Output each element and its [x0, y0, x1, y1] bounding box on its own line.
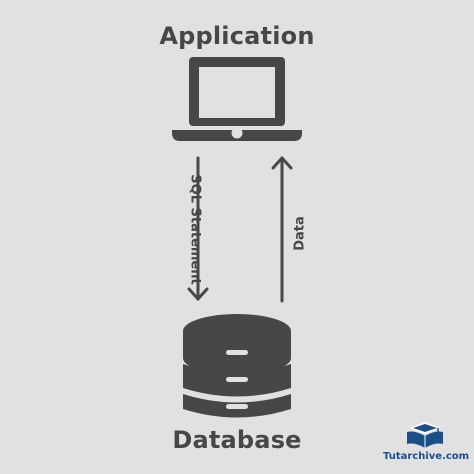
- laptop-icon: [172, 57, 302, 141]
- brand-text: Tutarchive.com: [383, 451, 470, 462]
- data-label: Data: [292, 216, 308, 251]
- database-title: Database: [172, 426, 302, 454]
- down-arrow: [187, 156, 209, 301]
- sql-statement-label: SQL Statement: [187, 174, 203, 285]
- application-title: Application: [159, 22, 315, 50]
- graduation-cap-book-icon: [407, 422, 443, 448]
- up-arrow: [271, 156, 293, 303]
- brand-logo[interactable]: Tutarchive.com: [383, 418, 470, 468]
- database-icon: [183, 314, 291, 418]
